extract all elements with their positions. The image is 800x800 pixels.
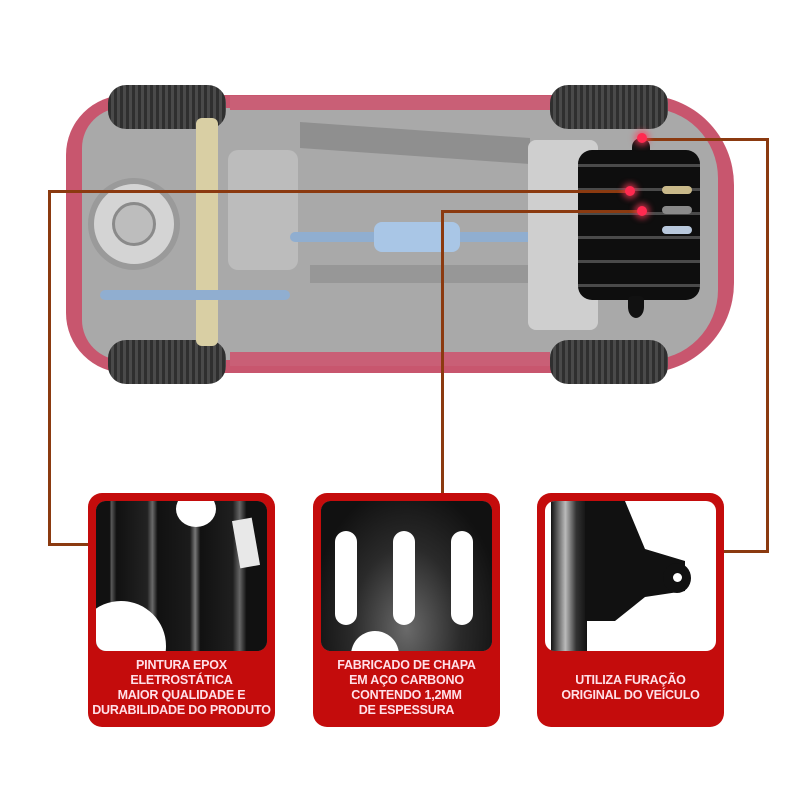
callout-dot-mounting xyxy=(637,133,647,143)
callout-line-1-end xyxy=(48,543,90,546)
feature-panel-carbon-steel: FABRICADO DE CHAPA EM AÇO CARBONO CONTEN… xyxy=(313,493,500,727)
skid-plate-ribbed-image xyxy=(96,501,267,651)
callout-line-1-horizontal xyxy=(48,190,634,193)
wheel-front-right xyxy=(550,340,668,384)
skid-plate-slots-image xyxy=(321,501,492,651)
skid-plate-slot xyxy=(662,226,692,234)
engine-skid-plate xyxy=(578,150,700,300)
callout-line-3-end xyxy=(722,550,769,553)
side-sill-bottom xyxy=(230,352,550,366)
exhaust-tail-pipe xyxy=(100,290,290,300)
skid-plate-slot xyxy=(662,186,692,194)
skid-plate-bracket-image xyxy=(545,501,716,651)
callout-line-3-horizontal xyxy=(642,138,769,141)
skid-plate-bottom-tab xyxy=(628,296,644,318)
fuel-tank xyxy=(228,150,298,270)
spare-tire-hub xyxy=(112,202,156,246)
feature-text-epox-paint: PINTURA EPOX ELETROSTÁTICA MAIOR QUALIDA… xyxy=(92,658,271,717)
feature-text-original-holes: UTILIZA FURAÇÃO ORIGINAL DO VEÍCULO xyxy=(561,673,700,702)
side-sill-top xyxy=(230,96,550,110)
callout-line-2-horizontal xyxy=(441,210,641,213)
callout-line-2-vertical xyxy=(441,210,444,494)
feature-panel-epox-paint: PINTURA EPOX ELETROSTÁTICA MAIOR QUALIDA… xyxy=(88,493,275,727)
feature-text-carbon-steel: FABRICADO DE CHAPA EM AÇO CARBONO CONTEN… xyxy=(337,658,476,717)
callout-dot-steel xyxy=(637,206,647,216)
muffler xyxy=(374,222,460,252)
mounting-hole-icon xyxy=(673,573,682,582)
feature-panel-original-holes: UTILIZA FURAÇÃO ORIGINAL DO VEÍCULO xyxy=(537,493,724,727)
rear-axle-beam xyxy=(196,118,218,346)
callout-line-1-vertical xyxy=(48,190,51,546)
callout-line-3-vertical xyxy=(766,138,769,553)
callout-dot-paint xyxy=(625,186,635,196)
floor-tunnel xyxy=(310,265,570,283)
skid-plate-slot xyxy=(662,206,692,214)
wheel-front-left xyxy=(550,85,668,129)
wheel-rear-right xyxy=(108,340,226,384)
